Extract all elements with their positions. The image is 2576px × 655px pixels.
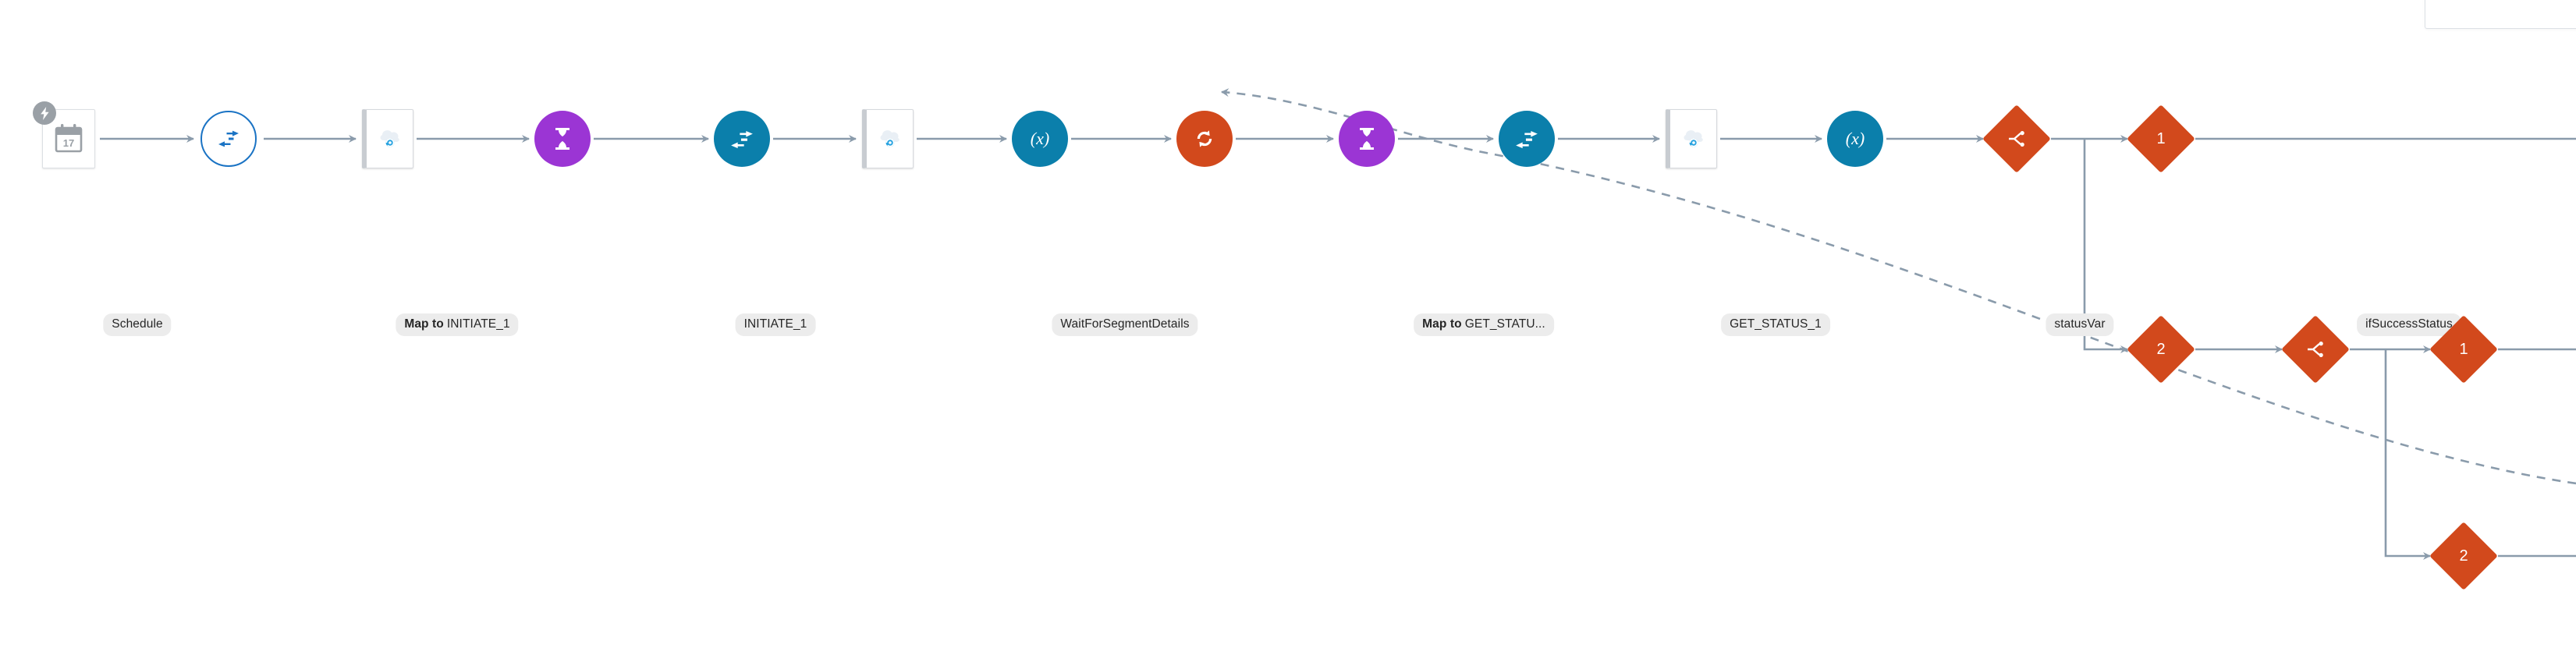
node-label-wait-for-segment-details: WaitForSegmentDetails (1052, 313, 1198, 336)
switch-branch-icon (2291, 325, 2340, 374)
schedule-card[interactable]: 17 (42, 109, 95, 168)
map-circle[interactable] (714, 111, 770, 167)
node-label-get-status-1: GET_STATUS_1 (1721, 313, 1830, 336)
variable-circle[interactable]: (x) (1012, 111, 1068, 167)
edge-loopback-dashed (1221, 88, 2576, 485)
hourglass-icon (1357, 127, 1376, 150)
connector-card[interactable] (862, 109, 914, 168)
map-ring[interactable] (200, 111, 257, 167)
lightning-bolt-icon (33, 101, 56, 125)
connector-card[interactable] (362, 109, 413, 168)
map-circle[interactable] (1499, 111, 1555, 167)
node-label-status-var: statusVar (2046, 313, 2114, 336)
loop-circle[interactable] (1176, 111, 1233, 167)
case-number: 1 (2156, 129, 2166, 147)
floating-panel-sliver[interactable] (2425, 0, 2576, 29)
hourglass-icon (553, 127, 572, 150)
svg-text:(x): (x) (1846, 129, 1865, 148)
connector-cloud-icon (375, 127, 405, 150)
case-number: 2 (2459, 547, 2468, 565)
edge-switch2-otherwise2 (2384, 349, 2431, 560)
variable-circle[interactable]: (x) (1827, 111, 1883, 167)
label-prefix: Map to (404, 317, 444, 331)
svg-text:(x): (x) (1031, 129, 1049, 148)
map-arrows-icon (729, 126, 754, 151)
connector-cloud-icon (1679, 127, 1708, 150)
wait-circle[interactable] (534, 111, 591, 167)
node-label-initiate-1: INITIATE_1 (735, 313, 816, 336)
node-label-if-success-status: ifSuccessStatus (2357, 313, 2461, 336)
connector-cloud-icon (875, 127, 905, 150)
switch-branch-icon (1992, 115, 2041, 163)
variable-icon: (x) (1023, 127, 1057, 150)
map-arrows-icon (1514, 126, 1539, 151)
sleep-circle[interactable] (1339, 111, 1395, 167)
loop-refresh-icon (1194, 129, 1215, 149)
label-target: GET_STATU... (1464, 317, 1545, 331)
label-target: INITIATE_1 (446, 317, 510, 331)
label-prefix: Map to (1422, 317, 1462, 331)
connector-card[interactable] (1666, 109, 1717, 168)
node-label-schedule: Schedule (103, 313, 172, 336)
map-arrows-icon (217, 127, 240, 150)
calendar-icon: 17 (53, 122, 84, 155)
case-number: 1 (2459, 340, 2468, 358)
case-number: 2 (2156, 340, 2166, 358)
variable-icon: (x) (1838, 127, 1872, 150)
calendar-day-number: 17 (63, 137, 74, 149)
